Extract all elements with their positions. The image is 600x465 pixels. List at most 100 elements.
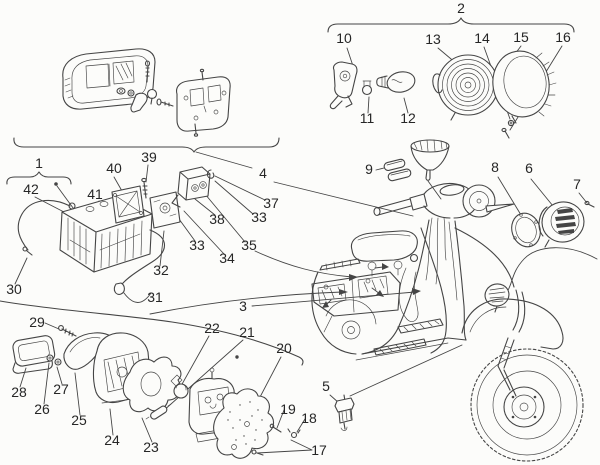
leader-29 <box>44 322 60 330</box>
leader-31 <box>123 292 152 303</box>
headlight-unit-part13 <box>432 54 499 121</box>
taillight-lens-part28 <box>12 335 56 374</box>
leader-9 <box>375 167 385 171</box>
callout-5: 5 <box>322 378 330 394</box>
regulator-box <box>171 166 211 208</box>
leader-37 <box>214 175 266 201</box>
callout-23: 23 <box>143 439 159 455</box>
callout-4: 4 <box>259 165 267 181</box>
horn-part6 <box>538 201 585 248</box>
callout-38: 38 <box>209 211 225 227</box>
callout-16: 16 <box>555 29 571 45</box>
callout-32: 32 <box>153 262 169 278</box>
callout-7: 7 <box>573 176 581 192</box>
funnel-part <box>410 139 450 181</box>
headlight-rim-part15 <box>492 50 557 124</box>
leader-25 <box>74 372 81 416</box>
light-switch-part10 <box>329 61 358 110</box>
leader-18 <box>296 418 306 433</box>
callout-35: 35 <box>241 237 257 253</box>
callout-24: 24 <box>104 432 120 448</box>
leader-22 <box>180 335 210 387</box>
horn-position-leader <box>499 247 598 300</box>
callout-22: 22 <box>204 320 220 336</box>
callout-28: 28 <box>11 384 27 400</box>
leader-6 <box>530 178 554 207</box>
leader-24 <box>109 408 114 436</box>
floorboard <box>355 318 467 361</box>
wiring-loop <box>398 267 419 322</box>
front-fork-shock <box>497 289 526 391</box>
front-wheel <box>470 348 584 462</box>
callout-21: 21 <box>239 324 255 340</box>
leader-30 <box>14 257 28 285</box>
saddle-seat <box>350 230 419 277</box>
horn-screw-part7 <box>584 200 595 208</box>
handlebar-switch-backplate <box>176 68 231 137</box>
callout-31: 31 <box>147 289 163 305</box>
callout-14: 14 <box>474 30 490 46</box>
callout-3: 3 <box>239 298 247 314</box>
regulator-clip <box>206 169 215 179</box>
horn-gasket-ring-part8 <box>511 212 541 248</box>
scooter-illustration <box>311 182 584 462</box>
backing-gasket-part20 <box>213 388 275 459</box>
leader-28 <box>19 367 27 388</box>
callout-34: 34 <box>219 250 235 266</box>
leader-3 <box>251 291 416 307</box>
callout-26: 26 <box>34 401 50 417</box>
rim-screw-part16 <box>501 127 510 139</box>
rectifier-plate <box>111 185 145 224</box>
taillight-screw-part29 <box>58 325 77 337</box>
leader-26 <box>43 362 50 405</box>
callout-13: 13 <box>425 31 441 47</box>
leader-21 <box>161 339 244 413</box>
funnel-leader <box>427 180 442 200</box>
callout-8: 8 <box>491 159 499 175</box>
leader-dot <box>54 182 58 186</box>
group4-brace <box>13 137 414 217</box>
callout-12: 12 <box>400 110 416 126</box>
callout-labels: 1 2 3 4 5 6 7 8 9 10 11 12 13 14 15 16 1… <box>6 0 581 458</box>
legshield <box>361 219 515 355</box>
headlight-bulb-part12 <box>376 71 416 93</box>
callout-33b: 33 <box>189 237 205 253</box>
callout-27: 27 <box>53 381 69 397</box>
callout-10: 10 <box>336 30 352 46</box>
rubber-grommets-part9 <box>383 158 412 182</box>
small-fasteners-17-18-19 <box>251 423 301 456</box>
leader-12 <box>403 97 409 114</box>
leader-34 <box>183 210 225 255</box>
callout-33a: 33 <box>251 209 267 225</box>
leader-8 <box>497 176 522 216</box>
handlebar-switch-small-parts <box>116 60 174 113</box>
group2-brace <box>327 17 575 33</box>
callout-15: 15 <box>513 29 529 45</box>
callout-6: 6 <box>525 160 533 176</box>
leader-42 <box>34 196 65 213</box>
lens-nuts-26-27 <box>46 354 62 366</box>
callout-18: 18 <box>301 410 317 426</box>
callout-41: 41 <box>87 186 103 202</box>
leader-19 <box>276 409 285 429</box>
leader-20 <box>258 356 282 400</box>
battery-cable-negative <box>17 199 71 256</box>
leader-17 <box>256 439 313 454</box>
festoon-bulb-part21 <box>145 403 172 420</box>
rectifier-screw <box>141 177 148 199</box>
callout-17: 17 <box>311 442 327 458</box>
fuse-holder-plate <box>149 191 181 229</box>
leader-27 <box>56 366 63 385</box>
handlebar-assembly <box>373 182 515 219</box>
callout-19: 19 <box>280 401 296 417</box>
engine-bay <box>311 271 401 317</box>
callout-20: 20 <box>276 340 292 356</box>
taillight-bulb-part22 <box>170 374 189 399</box>
callout-42: 42 <box>23 181 39 197</box>
leader-35 <box>204 193 246 243</box>
callout-37: 37 <box>263 195 279 211</box>
front-mudguard <box>461 298 564 350</box>
callout-9: 9 <box>365 161 373 177</box>
